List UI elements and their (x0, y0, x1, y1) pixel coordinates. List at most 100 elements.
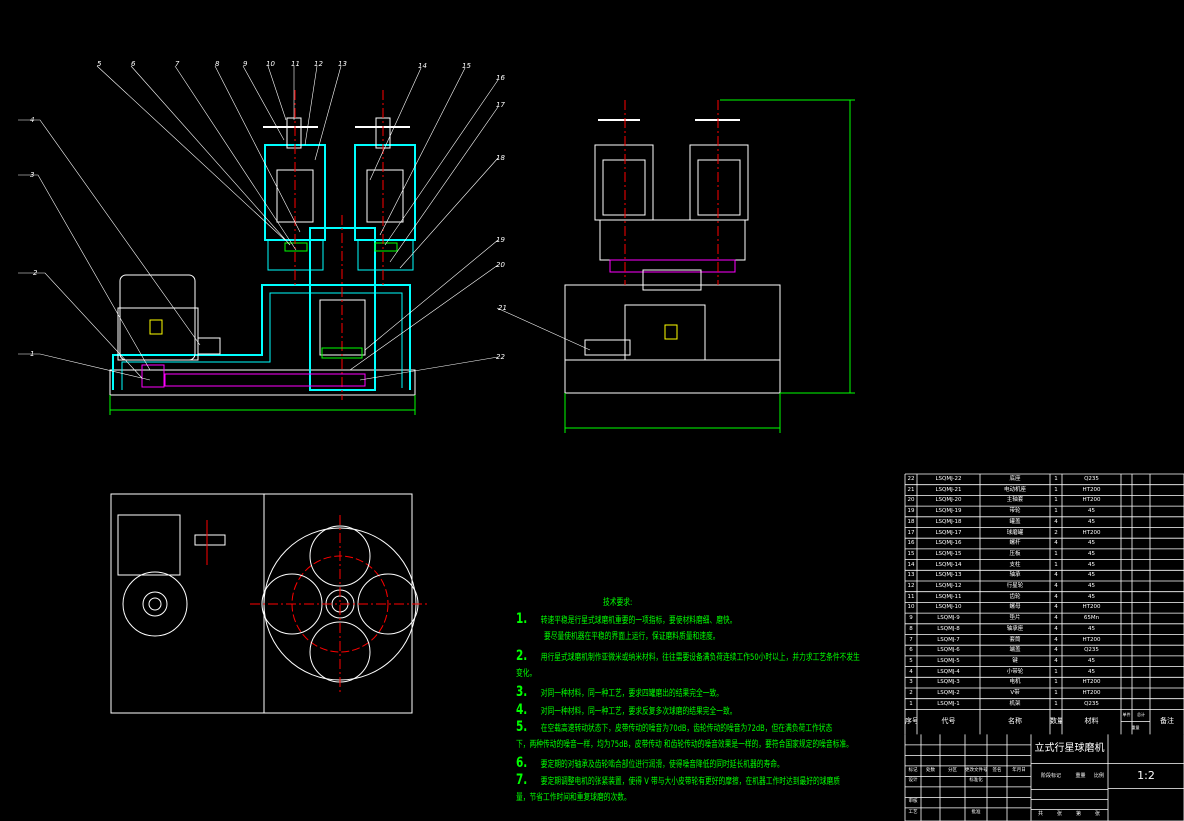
requirement-item: 6. 要定期的对轴承及齿轮啮合部位进行润滑，使得噪音降低的同时延长机器的寿命。 (516, 756, 784, 770)
part-name: 支柱 (1009, 561, 1021, 568)
header-remark: 备注 (1160, 717, 1174, 726)
requirement-text: 要定期的对轴承及齿轮啮合部位进行润滑，使得噪音降低的同时延长机器的寿命。 (540, 760, 784, 770)
design-label: 设计 (908, 778, 918, 784)
requirement-item: 2.用行星式球磨机制作亚微米或纳米材料，往往需要设备满负荷连续工作50小时以上，… (516, 649, 860, 663)
part-name: 主轴套 (1006, 497, 1024, 504)
part-material: 45 (1088, 540, 1095, 547)
part-quantity: 4 (1054, 604, 1058, 611)
part-name: 罐盖 (1009, 518, 1021, 525)
part-label: 3 (30, 171, 34, 179)
part-material: HT200 (1082, 604, 1101, 611)
header-no: 序号 (905, 717, 917, 726)
requirement-item: 3.对同一种材料，同一种工艺，要求四罐磨出的结果完全一致。 (516, 685, 723, 699)
header-weight: 重量 (1131, 725, 1140, 731)
part-material: 45 (1088, 572, 1095, 579)
part-label: 7 (175, 60, 180, 68)
header-code: 代号 (941, 717, 956, 726)
requirement-text: 对同一种材料，同一种工艺，要求反复多次球磨的结果完全一致。 (540, 707, 737, 717)
requirement-number: 1. (516, 611, 528, 627)
header-total: 总计 (1137, 712, 1145, 718)
part-quantity: 1 (1054, 476, 1058, 482)
part-material: 45 (1088, 593, 1095, 600)
plan-view (110, 493, 430, 714)
part-quantity: 4 (1054, 583, 1058, 589)
part-code: LSQMJ-18 (935, 518, 962, 525)
part-material: 45 (1088, 668, 1095, 675)
part-label: 4 (30, 116, 34, 124)
part-label: 18 (496, 154, 505, 162)
row-number: 21 (907, 486, 915, 493)
part-label: 19 (496, 236, 505, 244)
check-label: 审核 (908, 799, 918, 805)
requirement-item: 5.在空载高速转动状态下，皮带传动的噪音为70dB，齿轮传动的噪音为72dB，但… (516, 720, 832, 734)
part-name: 小带轮 (1006, 668, 1024, 675)
part-name: 轴承座 (1006, 625, 1024, 632)
part-name: 球磨罐 (1006, 529, 1024, 536)
part-quantity: 1 (1054, 700, 1058, 707)
requirement-continuation: 要尽量使机器在平稳的界面上运行，保证磨料质量和速度。 (544, 632, 720, 642)
part-code: LSQMJ-2 (937, 690, 960, 696)
requirement-text: 在空载高速转动状态下，皮带传动的噪音为70dB，齿轮传动的噪音为72dB，但在满… (540, 724, 833, 734)
row-number: 17 (907, 529, 915, 536)
part-label: 2 (33, 269, 38, 277)
scale-label: 比例 (1093, 773, 1104, 780)
part-quantity: 4 (1054, 518, 1058, 525)
part-name: 键 (1012, 657, 1018, 664)
part-quantity: 1 (1054, 550, 1058, 557)
part-code: LSQMJ-14 (935, 561, 962, 568)
part-code: LSQMJ-11 (935, 593, 962, 600)
part-material: 45 (1088, 550, 1095, 557)
header-qty: 数量 (1050, 717, 1062, 726)
part-material: HT200 (1082, 636, 1101, 643)
requirement-item: 1. 转速平稳是行星式球磨机重要的一项指标，要使材料磨细、磨快。 (516, 612, 737, 626)
part-label: 1 (30, 350, 34, 358)
part-code: LSQMJ-12 (935, 583, 962, 589)
requirement-text: 用行星式球磨机制作亚微米或纳米材料，往往需要设备满负荷连续工作50小时以上，并力… (540, 653, 860, 663)
row-number: 15 (907, 550, 915, 557)
requirement-number: 7. (516, 772, 528, 788)
drawing-title: 立式行星球磨机 (1034, 743, 1105, 755)
part-label: 20 (496, 261, 505, 269)
row-number: 9 (909, 615, 913, 622)
part-code: LSQMJ-19 (935, 508, 962, 515)
part-quantity: 1 (1054, 679, 1058, 686)
requirement-number: 6. (516, 755, 528, 771)
part-material: HT200 (1082, 486, 1101, 493)
part-name: 带轮 (1009, 508, 1021, 515)
part-code: LSQMJ-6 (937, 647, 960, 654)
part-material: HT200 (1082, 529, 1101, 536)
row-number: 6 (909, 647, 913, 654)
part-material: 45 (1088, 657, 1095, 664)
part-quantity: 1 (1054, 508, 1058, 515)
weight-label: 重量 (1075, 773, 1086, 780)
part-code: LSQMJ-21 (935, 486, 962, 493)
row-number: 11 (907, 593, 915, 600)
sign-header: 分区 (948, 767, 957, 773)
process-label: 工艺 (908, 809, 918, 815)
requirement-text: 转速平稳是行星式球磨机重要的一项指标，要使材料磨细、磨快。 (540, 616, 737, 626)
sheet-label: 共 (1037, 811, 1043, 818)
requirements-heading: 技术要求: (603, 598, 633, 608)
row-number: 10 (907, 604, 915, 611)
row-number: 8 (909, 625, 913, 632)
requirement-item: 4.对同一种材料，同一种工艺，要求反复多次球磨的结果完全一致。 (516, 703, 737, 717)
part-material: 45 (1088, 518, 1095, 525)
sign-header: 更改文件号 (965, 767, 987, 773)
row-number: 7 (909, 636, 913, 643)
sheet-label: 张 (1094, 811, 1100, 818)
sheet-label: 第 (1075, 811, 1081, 818)
part-label: 12 (314, 60, 323, 68)
requirement-number: 3. (516, 684, 528, 700)
part-material: 45 (1088, 561, 1095, 568)
part-code: LSQMJ-3 (937, 679, 960, 686)
part-quantity: 4 (1054, 657, 1058, 664)
standardization-label: 标准化 (969, 778, 983, 784)
part-label: 22 (496, 353, 505, 361)
part-material: HT200 (1082, 497, 1101, 504)
part-label: 16 (496, 74, 505, 82)
part-name: 行星轮 (1006, 583, 1024, 589)
requirement-continuation: 下，两种传动的噪音一样，均为75dB，皮带传动 和齿轮传动的噪音效果是一样的，要… (516, 740, 853, 750)
part-code: LSQMJ-9 (937, 615, 960, 622)
part-quantity: 4 (1054, 572, 1058, 579)
side-view (564, 99, 855, 433)
